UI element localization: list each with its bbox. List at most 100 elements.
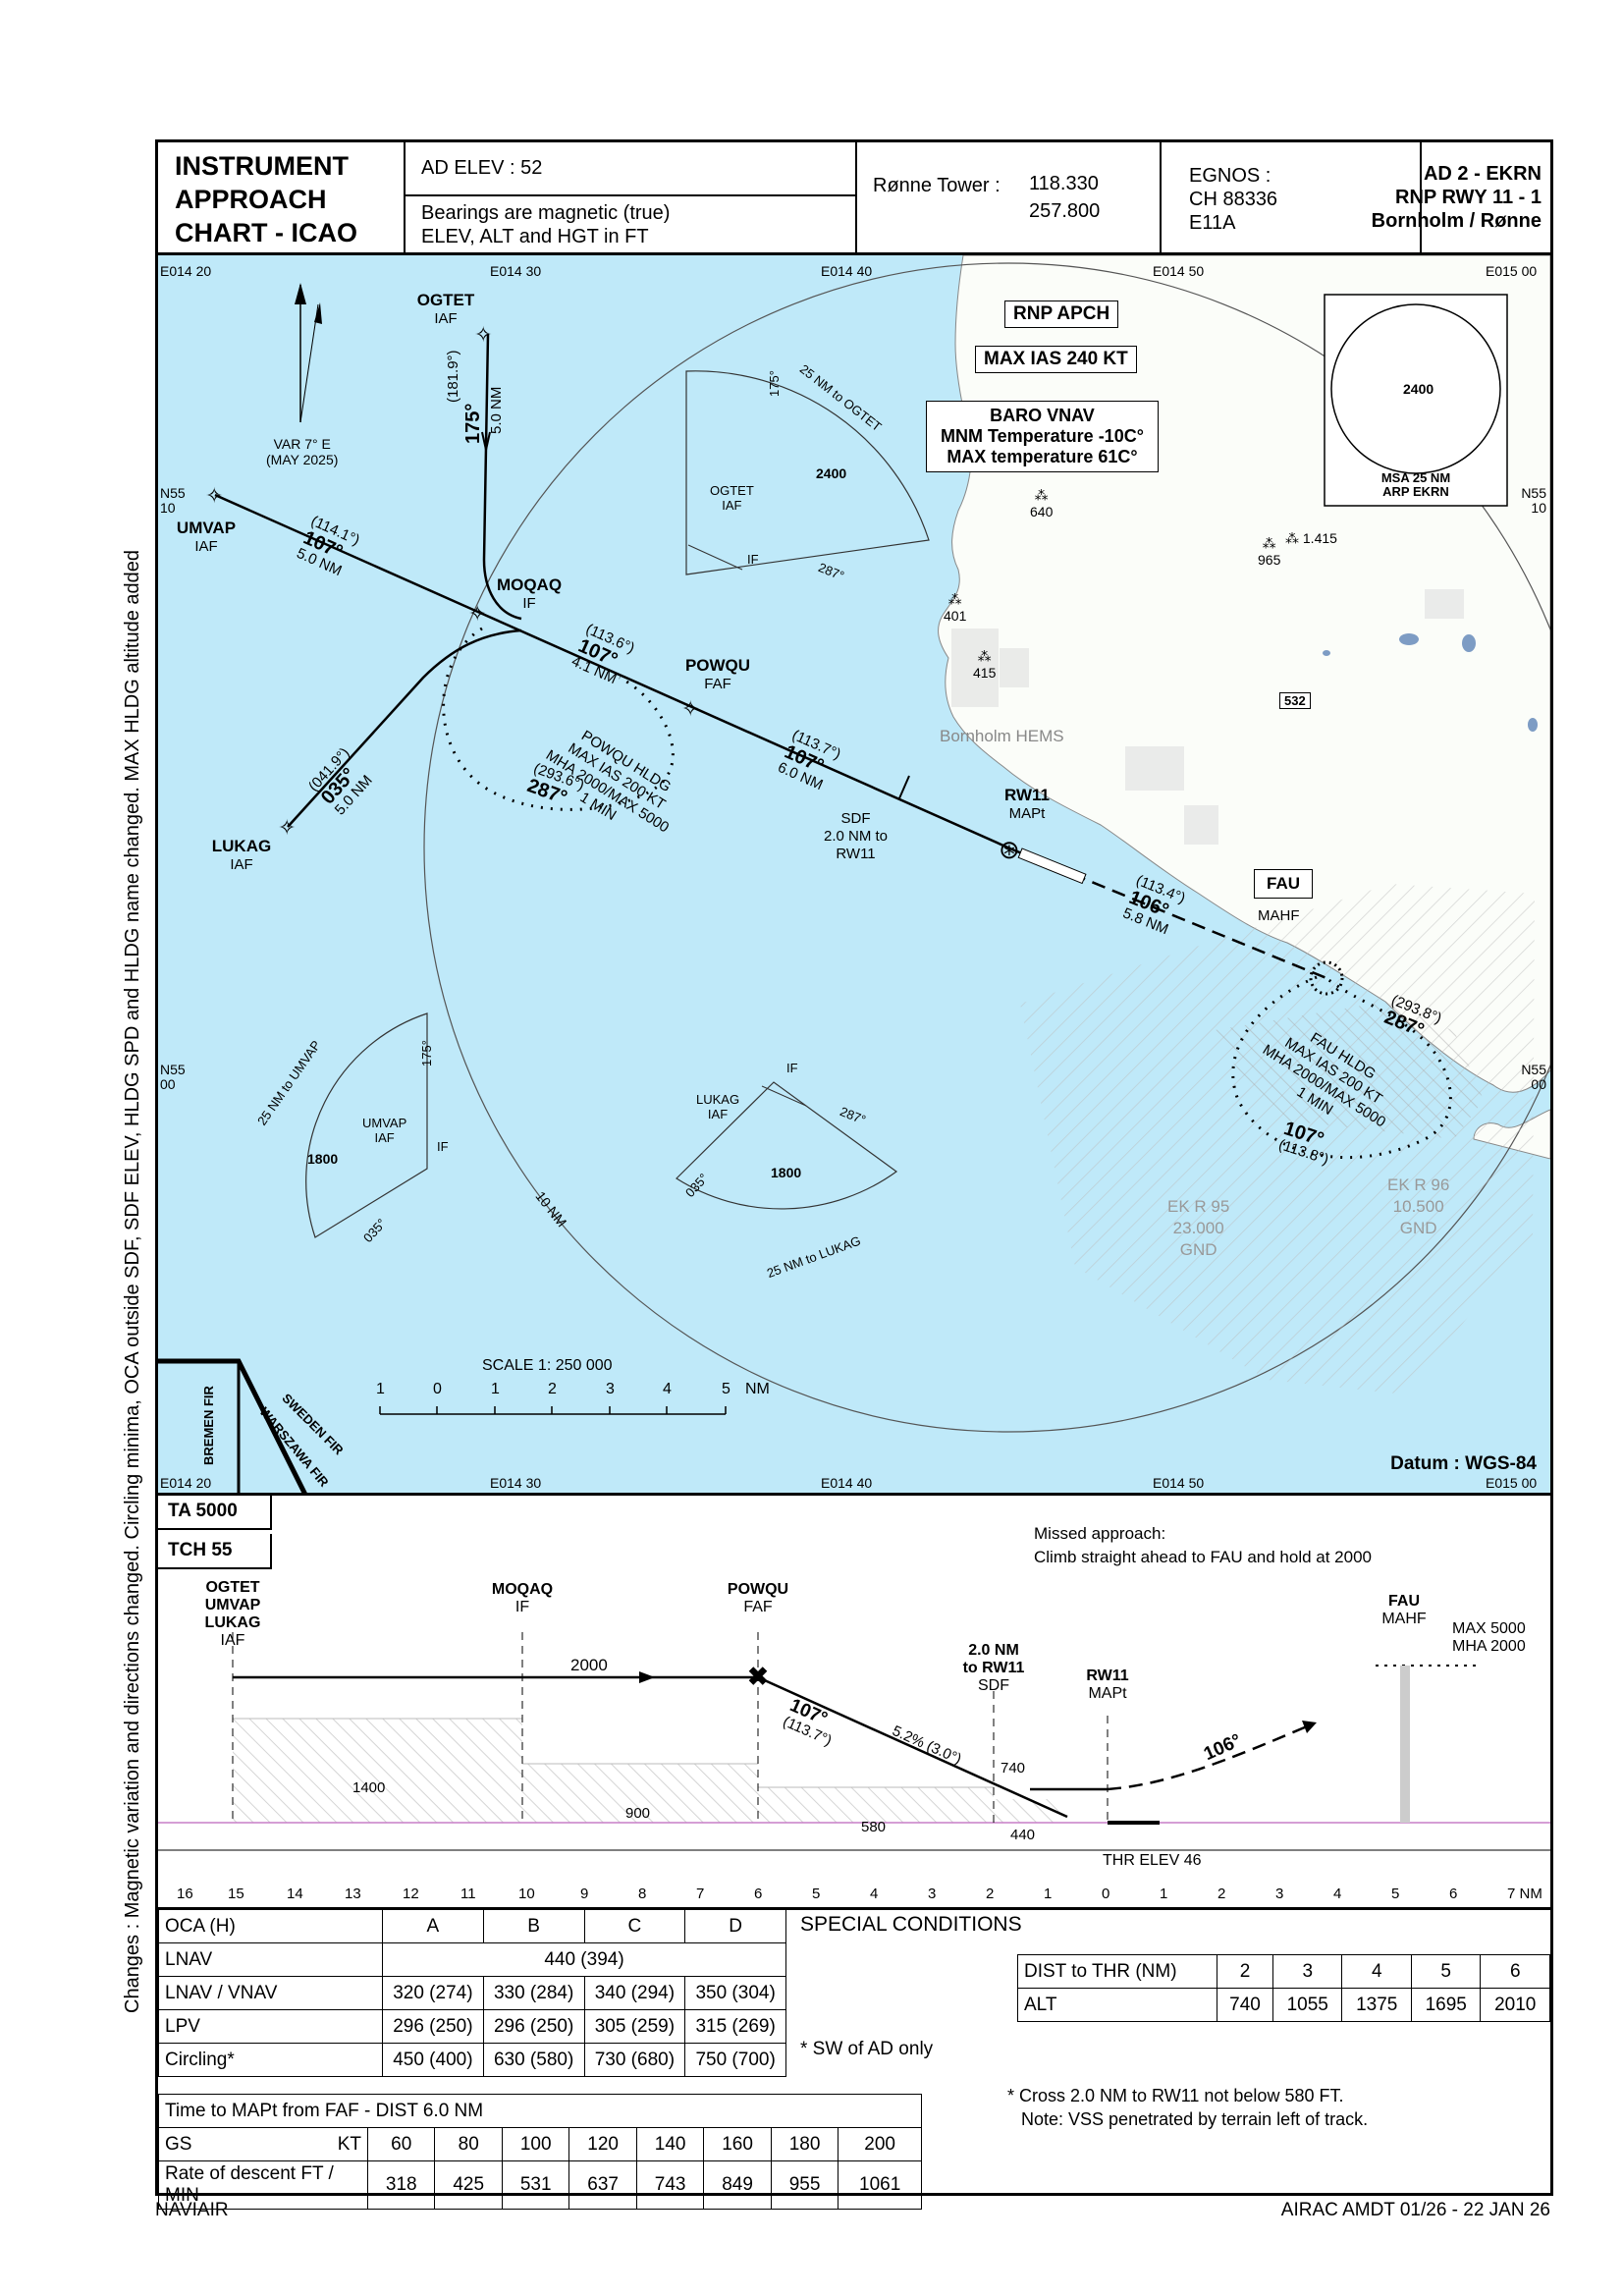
units-note: ELEV, ALT and HGT in FT — [421, 226, 649, 247]
baro-vnav-box: BARO VNAV MNM Temperature -10C° MAX temp… — [926, 401, 1159, 472]
ad-id: AD 2 - EKRN — [1423, 163, 1542, 185]
profile-alt-2000: 2000 — [570, 1656, 608, 1674]
scale-tick: 4 — [663, 1381, 672, 1397]
plan-view-svg — [158, 255, 1550, 1495]
table-cell: 160 — [703, 2127, 772, 2161]
taa-umvap-crs-in: 175° — [419, 1040, 434, 1066]
grid-label: E014 20 — [160, 1475, 212, 1491]
tower-freq-1: 118.330 — [1029, 173, 1099, 194]
table-cell: Circling* — [158, 2043, 383, 2077]
table-row: Rate of descent FT / MIN 318 425 531 637… — [158, 2160, 922, 2210]
magnetic-variation: VAR 7° E(MAY 2025) — [266, 436, 339, 467]
lukag-leg — [287, 629, 522, 828]
egnos-id: E11A — [1189, 212, 1236, 234]
grid-label: E014 40 — [821, 1475, 873, 1491]
table-cell: 630 (580) — [482, 2043, 585, 2077]
table-cell: 6 — [1480, 1954, 1550, 1989]
max-ias-box: MAX IAS 240 KT — [975, 346, 1137, 373]
table-cell: Rate of descent FT / MIN — [158, 2160, 368, 2210]
town-ronne — [951, 629, 999, 707]
taa-umvap-alt: 1800 — [307, 1151, 339, 1167]
obstacle: ⁂401 — [944, 591, 967, 624]
table-cell: LNAV — [158, 1942, 383, 1977]
egnos-cell: EGNOS : CH 88336 E11A — [1162, 139, 1422, 252]
sdf-mark — [898, 775, 910, 799]
table-cell: ALT — [1017, 1988, 1217, 2022]
profile-svg: ✖ — [158, 1632, 1550, 1851]
faf-cross-icon: ✖ — [747, 1662, 769, 1691]
table-cell: 1695 — [1410, 1988, 1482, 2022]
table-cell: 5 — [1410, 1954, 1482, 1989]
table-cell: 318 — [366, 2160, 436, 2210]
table-cell: 100 — [501, 2127, 570, 2161]
table-cell: 743 — [635, 2160, 705, 2210]
profile-oca-1400: 1400 — [352, 1779, 386, 1796]
scale-tick: 0 — [433, 1381, 442, 1397]
taa-umvap-if: IF — [437, 1139, 449, 1154]
town — [1184, 805, 1218, 845]
title-line: INSTRUMENT — [175, 151, 349, 181]
special-conditions-title: SPECIAL CONDITIONS — [800, 1913, 1022, 1936]
ogtet-leg-mag: 175° — [462, 403, 484, 444]
max-temperature: MAX temperature 61C° — [947, 447, 1138, 466]
obstacle: ⁂415 — [973, 648, 997, 681]
table-cell: 80 — [434, 2127, 503, 2161]
table-row: DIST to THR (NM) 2 3 4 5 6 — [1017, 1954, 1550, 1989]
taa-lukag — [676, 1081, 898, 1210]
rnp-apch-box: RNP APCH — [1004, 301, 1119, 328]
descent-path — [757, 1675, 1068, 1819]
msa-altitude: 2400 — [1403, 381, 1434, 397]
table-cell: 425 — [434, 2160, 503, 2210]
powqu-holding — [442, 627, 675, 811]
table-row: LNAV 440 (394) — [158, 1942, 786, 1977]
grid-label: E014 50 — [1153, 263, 1205, 279]
lake — [1462, 634, 1476, 652]
taa-lukag-alt: 1800 — [771, 1165, 802, 1180]
runway-11 — [1017, 847, 1087, 885]
scale-tick: 1 — [491, 1381, 500, 1397]
airac-amendment: AIRAC AMDT 01/26 - 22 JAN 26 — [1280, 2200, 1550, 2220]
table-cell: 1061 — [838, 2160, 922, 2210]
table-cell: 450 (400) — [382, 2043, 484, 2077]
oca-block-900 — [522, 1764, 758, 1823]
north-arrow-icon — [295, 283, 322, 423]
ad-elev: AD ELEV : 52 — [421, 157, 543, 179]
table-cell: B — [482, 1909, 585, 1943]
oca-block-580 — [758, 1787, 994, 1823]
obstacle-icon: ⁂ — [947, 591, 962, 607]
obstacle: ⁂640 — [1030, 487, 1054, 519]
table-row: Time to MAPt from FAF - DIST 6.0 NM — [158, 2094, 922, 2128]
taa-ogtet — [685, 370, 930, 575]
chart-header: INSTRUMENT APPROACH CHART - ICAO AD ELEV… — [155, 139, 1553, 255]
table-cell: OCA (H) — [158, 1909, 383, 1943]
table-cell: 350 (304) — [684, 1976, 786, 2010]
title-line: APPROACH — [175, 185, 327, 214]
missed-climb — [1107, 1724, 1308, 1791]
obstacle-icon: ⁂ — [1262, 535, 1276, 551]
table-row: LNAV / VNAV 320 (274) 330 (284) 340 (294… — [158, 1976, 786, 2010]
datum: Datum : WGS-84 — [1390, 1453, 1537, 1474]
table-cell: 440 (394) — [382, 1942, 786, 1977]
changes-note: Changes : Magnetic variation and directi… — [122, 549, 143, 2013]
table-cell: LNAV / VNAV — [158, 1976, 383, 2010]
profile-view: TA 5000 TCH 55 Missed approach: Climb st… — [158, 1495, 1550, 1907]
taa-lukag-turn — [761, 1085, 807, 1107]
bearings-note: Bearings are magnetic (true) — [421, 202, 671, 224]
arrow-icon — [481, 431, 491, 451]
obstacle: ⁂ 1.415 — [1285, 530, 1337, 546]
table-cell: 750 (700) — [684, 2043, 786, 2077]
scale-tick: 2 — [548, 1381, 557, 1397]
waypoint-moqaq-icon: ✧ — [468, 601, 487, 626]
oca-block-1400 — [233, 1719, 522, 1823]
